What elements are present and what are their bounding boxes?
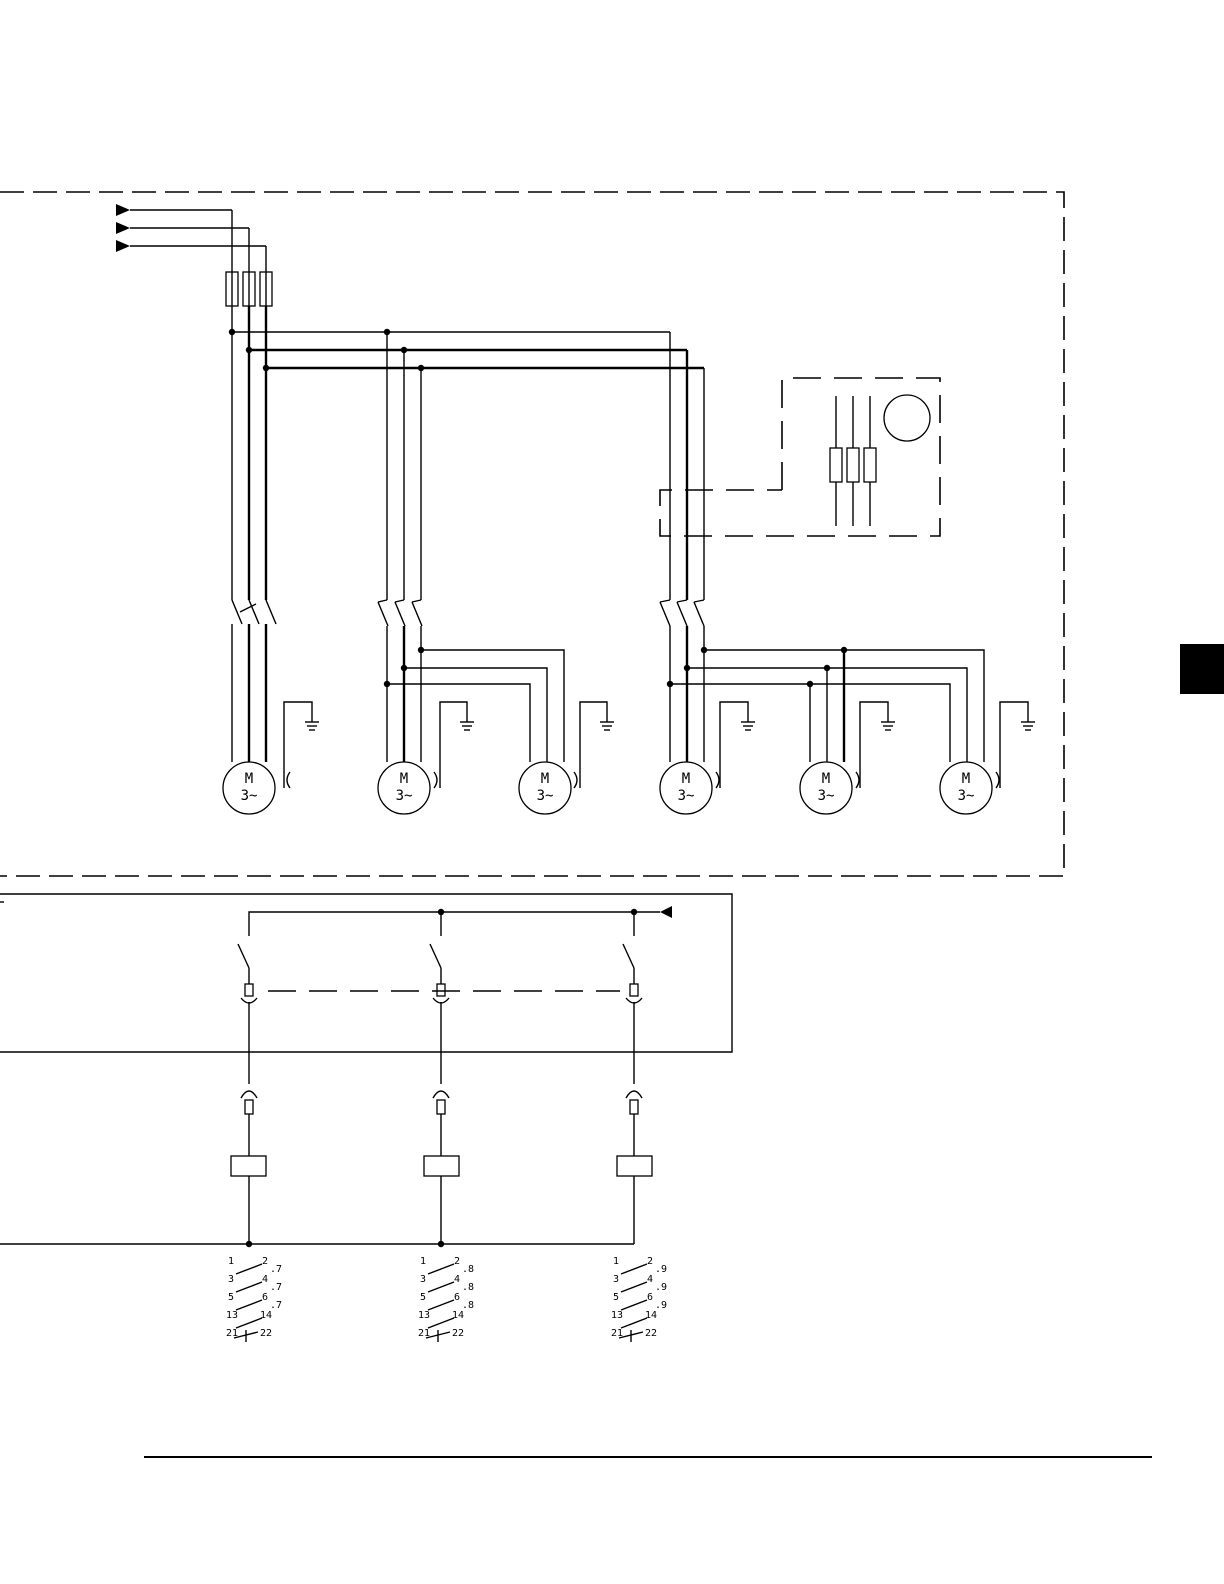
contact-terminal: 4 [454, 1274, 460, 1285]
motor-m1: M 3~ [223, 762, 275, 814]
contact-reference: .8 [462, 1264, 474, 1275]
contact-reference: .8 [462, 1282, 474, 1293]
contact-terminal: 6 [647, 1292, 653, 1303]
contact-terminal: 22 [452, 1328, 464, 1339]
motor-label: M [962, 771, 970, 787]
control-circuit [0, 906, 672, 1247]
contact-terminal: 14 [645, 1310, 657, 1321]
motor-phase-label: 3~ [818, 788, 835, 804]
plug-fuse [241, 984, 257, 1084]
motor-m5: M 3~ [800, 762, 852, 814]
contact-terminal: 3 [228, 1274, 234, 1285]
contact-reference: .7 [270, 1282, 282, 1293]
motor-label: M [245, 771, 253, 787]
contact-terminal: 6 [262, 1292, 268, 1303]
power-contacts [232, 600, 704, 626]
busbars [229, 306, 704, 600]
contact-reference: .7 [270, 1264, 282, 1275]
contact-terminal: 13 [226, 1310, 238, 1321]
motor-m3: M 3~ [519, 762, 571, 814]
contact-reference: .9 [655, 1282, 667, 1293]
contact-block-k2: 1 2 .8 3 4 .8 5 6 .8 13 14 21 22 [418, 1256, 474, 1342]
ground-icon [856, 702, 895, 788]
motor-label: M [682, 771, 690, 787]
contactor-coil [424, 1156, 459, 1244]
contact-terminal: 2 [262, 1256, 268, 1267]
contact-terminal: 4 [262, 1274, 268, 1285]
ground-icon [574, 702, 614, 788]
contact-terminal: 3 [420, 1274, 426, 1285]
contact-block-k3: 1 2 .9 3 4 .9 5 6 .9 13 14 21 22 [611, 1256, 667, 1342]
contact-terminal: 13 [611, 1310, 623, 1321]
contact-terminal: 5 [613, 1292, 619, 1303]
motor-phase-label: 3~ [678, 788, 695, 804]
motor-wiring [232, 624, 984, 762]
motor-m2: M 3~ [378, 762, 430, 814]
contactor-coil [617, 1156, 652, 1244]
contact-terminal: 2 [454, 1256, 460, 1267]
motor-phase-label: 3~ [396, 788, 413, 804]
contact-terminal: 1 [228, 1256, 234, 1267]
ground-icon [284, 702, 319, 788]
contact-terminal: 22 [645, 1328, 657, 1339]
supply-arrows [116, 204, 266, 272]
contact-terminal: 2 [647, 1256, 653, 1267]
contact-terminal: 3 [613, 1274, 619, 1285]
contact-terminal: 5 [228, 1292, 234, 1303]
ground-icon [716, 702, 755, 788]
motor-m4: M 3~ [660, 762, 712, 814]
fuse [433, 1091, 449, 1156]
motor-phase-label: 3~ [241, 788, 258, 804]
plug-fuse [626, 984, 642, 1084]
contact-reference: .9 [655, 1264, 667, 1275]
motor-label: M [822, 771, 830, 787]
sub-panel [660, 378, 940, 536]
ground-icon [434, 702, 474, 788]
control-panel-box [0, 894, 732, 1052]
main-fuses [226, 272, 272, 306]
contact-terminal: 14 [452, 1310, 464, 1321]
plug-fuse [433, 984, 449, 1084]
contact-block-k1: 1 2 .7 3 4 .7 5 6 .7 13 14 21 22 [226, 1256, 282, 1342]
contact-terminal: 22 [260, 1328, 272, 1339]
motor-label: M [541, 771, 549, 787]
contact-terminal: 4 [647, 1274, 653, 1285]
indicator-circle [884, 395, 930, 441]
fuse [626, 1091, 642, 1156]
motor-phase-label: 3~ [958, 788, 975, 804]
contact-terminal: 6 [454, 1292, 460, 1303]
contact-terminal: 1 [420, 1256, 426, 1267]
contactor-coil [231, 1156, 266, 1244]
contact-terminal: 1 [613, 1256, 619, 1267]
fuse [241, 1091, 257, 1156]
motor-phase-label: 3~ [537, 788, 554, 804]
contact-terminal: 5 [420, 1292, 426, 1303]
ground-icon [996, 702, 1035, 788]
motor-label: M [400, 771, 408, 787]
contact-terminal: 13 [418, 1310, 430, 1321]
motor-m6: M 3~ [940, 762, 992, 814]
page-edge-tab [1180, 644, 1224, 694]
contact-terminal: 14 [260, 1310, 272, 1321]
